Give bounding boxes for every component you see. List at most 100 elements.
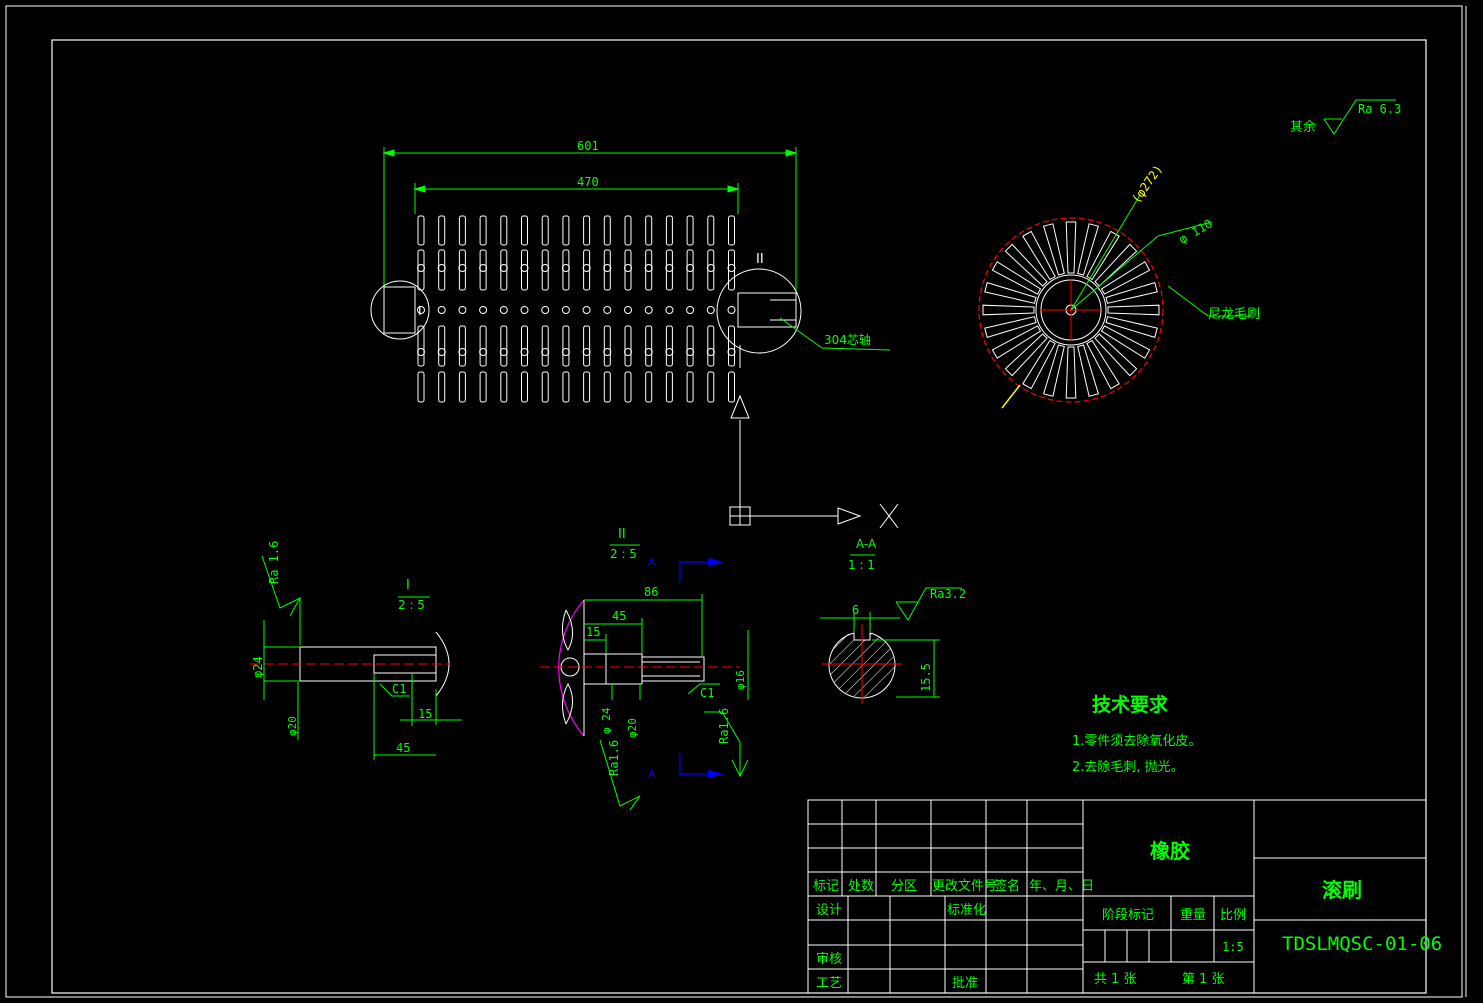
bristle-column bbox=[417, 215, 425, 403]
label-approve: 批准 bbox=[952, 976, 978, 991]
detail-II-dia-16: φ16 bbox=[734, 670, 747, 690]
bristle-column bbox=[437, 215, 446, 403]
end-view-bristles bbox=[982, 221, 1160, 399]
bristle-column bbox=[727, 215, 736, 403]
section-AA-scale: 1 : 1 bbox=[848, 558, 875, 572]
bristle-spoke bbox=[1086, 339, 1120, 390]
tech-requirement-2: 2.去除毛刺, 抛光。 bbox=[1072, 760, 1184, 775]
detail-II-roughness-left: Ra1.6 bbox=[607, 740, 621, 776]
bristle-column bbox=[665, 215, 674, 403]
bristle-label: 尼龙毛刷 bbox=[1208, 307, 1260, 322]
bristle-spoke bbox=[1022, 339, 1056, 390]
header-date: 年、月、日 bbox=[1029, 879, 1094, 894]
label-weight: 重量 bbox=[1180, 907, 1206, 923]
detail-II-dia-24: φ 24 bbox=[600, 707, 613, 734]
bristle-column bbox=[706, 215, 715, 403]
bristle-column bbox=[644, 215, 653, 403]
detail-mark-II: II bbox=[756, 252, 764, 267]
bristle-column bbox=[541, 215, 550, 403]
shaft-leader bbox=[779, 317, 891, 351]
section-AA-depth: 15.5 bbox=[919, 663, 933, 692]
title-block-text: 标记 处数 分区 更改文件号 签名 年、月、日 设计 标准化 审核 工艺 批准 … bbox=[813, 878, 1246, 991]
bristle-column bbox=[458, 215, 467, 403]
bristle-spoke bbox=[1086, 230, 1120, 281]
detail-I-dia-20: φ20 bbox=[286, 716, 299, 736]
detail-II-dim-45: 45 bbox=[612, 609, 626, 623]
end-view bbox=[978, 217, 1164, 403]
detail-II-dia-20: φ20 bbox=[626, 718, 639, 738]
detail-I-view: I 2 : 5 Ra 1.6 φ24 φ20 C1 15 45 bbox=[250, 541, 462, 760]
sheet-number: 第 1 张 bbox=[1182, 972, 1225, 987]
dim-brush-length: 470 bbox=[577, 175, 599, 189]
surface-note-value: Ra 6.3 bbox=[1358, 102, 1401, 116]
dim-outer-diameter: (φ272) bbox=[1129, 162, 1165, 206]
surface-roughness-note bbox=[1323, 99, 1396, 135]
shaft-label: 304芯轴 bbox=[824, 332, 871, 347]
detail-II-chamfer: C1 bbox=[700, 686, 714, 700]
bristle-column bbox=[561, 215, 570, 403]
bristle-spoke bbox=[1004, 333, 1048, 377]
bristle-column bbox=[686, 215, 695, 403]
label-ratio: 比例 bbox=[1220, 908, 1246, 923]
detail-II-scale: 2 : 5 bbox=[610, 547, 637, 561]
material-name: 橡胶 bbox=[1150, 839, 1190, 863]
end-view-leaders bbox=[1070, 194, 1252, 317]
bristle-spoke bbox=[1065, 221, 1077, 274]
end-view-leader-arrow bbox=[1001, 384, 1021, 409]
bristle-spoke bbox=[1105, 281, 1158, 304]
header-change-doc: 更改文件号 bbox=[932, 879, 997, 894]
section-AA-key-width: 6 bbox=[852, 603, 859, 617]
bristle-spoke bbox=[1042, 223, 1065, 276]
section-mark-bottom: A bbox=[648, 768, 656, 781]
tech-requirements-title: 技术要求 bbox=[1092, 693, 1169, 716]
detail-II-title: II bbox=[618, 527, 626, 542]
bristle-column bbox=[499, 215, 508, 403]
tech-requirement-1: 1.零件须去除氧化皮。 bbox=[1072, 734, 1201, 749]
detail-I-chamfer: C1 bbox=[392, 682, 406, 696]
bristle-column bbox=[520, 215, 529, 403]
header-count: 处数 bbox=[848, 879, 874, 894]
ratio-value: 1:5 bbox=[1222, 940, 1244, 954]
dim-inner-diameter: φ 110 bbox=[1177, 216, 1215, 246]
bristle-column bbox=[582, 215, 591, 403]
bristle-column bbox=[624, 215, 632, 403]
main-view-dimensions bbox=[382, 147, 798, 310]
surface-note-label: 其余 bbox=[1290, 119, 1316, 135]
sheets-total: 共 1 张 bbox=[1094, 972, 1137, 987]
bristle-spoke bbox=[1077, 344, 1100, 397]
detail-I-roughness: Ra 1.6 bbox=[267, 541, 281, 584]
label-process: 工艺 bbox=[816, 976, 842, 991]
detail-II-roughness-right: Ra1.6 bbox=[717, 708, 731, 744]
bristle-spoke bbox=[1105, 316, 1158, 339]
bristle-spoke bbox=[1100, 325, 1151, 359]
bristle-spoke bbox=[991, 261, 1042, 295]
detail-I-scale: 2 : 5 bbox=[398, 598, 425, 612]
header-mark: 标记 bbox=[813, 879, 839, 894]
label-design: 设计 bbox=[816, 903, 842, 918]
bristle-spoke bbox=[1042, 344, 1065, 397]
detail-I-dim-15: 15 bbox=[418, 707, 432, 721]
bristle-spoke bbox=[1004, 243, 1048, 287]
bristle-spoke bbox=[1022, 230, 1056, 281]
bristle-spoke bbox=[1107, 304, 1160, 316]
detail-II-view: II 2 : 5 A A 86 45 15 φ 24 φ20 φ16 C1 Ra… bbox=[540, 527, 749, 811]
bristle-column bbox=[603, 215, 612, 403]
detail-I-dia-24: φ24 bbox=[251, 656, 265, 678]
section-AA-roughness: Ra3.2 bbox=[930, 587, 966, 601]
section-AA-title: A-A bbox=[856, 537, 877, 551]
drawing-number: TDSLMQSC-01-06 bbox=[1282, 933, 1442, 955]
bristle-spoke bbox=[1065, 346, 1077, 399]
detail-I-title: I bbox=[406, 578, 410, 593]
ucs-icon bbox=[729, 394, 899, 529]
bristle-spoke bbox=[1100, 261, 1151, 295]
bristle-spoke bbox=[1094, 243, 1138, 287]
label-standardize: 标准化 bbox=[947, 903, 986, 918]
detail-I-dim-45: 45 bbox=[396, 741, 410, 755]
label-review: 审核 bbox=[816, 952, 842, 967]
bristle-spoke bbox=[1077, 223, 1100, 276]
detail-II-dim-86: 86 bbox=[644, 585, 658, 599]
section-mark-top: A bbox=[648, 556, 656, 569]
section-AA-view: A-A 1 : 1 Ra3.2 6 15.5 bbox=[820, 537, 966, 704]
label-stage-mark: 阶段标记 bbox=[1102, 908, 1154, 923]
part-name: 滚刷 bbox=[1322, 878, 1362, 902]
